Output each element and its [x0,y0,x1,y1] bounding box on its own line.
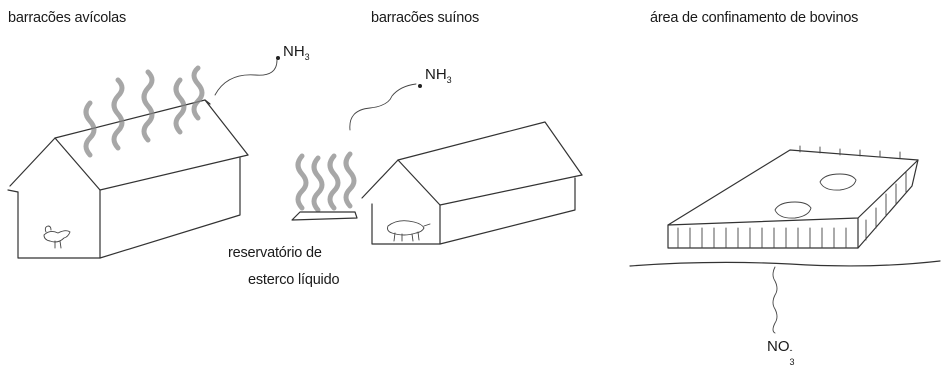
cattle-feedlot-label: área de confinamento de bovinos [650,10,859,26]
poultry-barn-drawing [7,99,249,259]
swine-barns-label: barracões suínos [371,10,480,26]
swine-ammonia-dot [418,84,422,88]
ammonia-label-swine: NH3 [425,66,452,85]
ammonia-label-poultry: NH3 [283,43,310,62]
cattle-feedlot-drawing [629,145,941,334]
manure-reservoir-drawing [291,151,358,221]
poultry-ammonia-dot [276,56,280,60]
manure-reservoir-label-line2: esterco líquido [248,272,340,288]
poultry-ammonia-arrow [214,59,278,96]
nitrate-label: NO-3 [767,338,795,367]
swine-barn-drawing [361,121,583,245]
poultry-barns-label: barracões avícolas [8,10,127,26]
manure-reservoir-label-line1: reservatório de [228,245,322,261]
swine-ammonia-arrow [349,83,417,131]
poultry-ammonia-plumes [83,65,205,158]
